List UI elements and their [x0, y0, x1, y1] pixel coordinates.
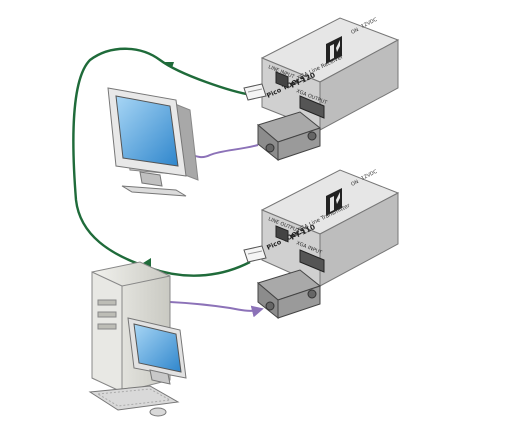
- receiver-unit: PT-120 XGA Line Receiver Pico TOOLS 12VD…: [260, 17, 400, 131]
- line-cable: [72, 47, 253, 277]
- xga-cable-transmitter: [169, 301, 264, 318]
- computer-screen: [133, 323, 182, 373]
- transmitter-power-label: 12VDC: [360, 169, 378, 182]
- transmitter-rj45-plug: [243, 245, 267, 263]
- receiver-logo: [326, 36, 342, 64]
- receiver-xga-plug: [256, 111, 322, 162]
- source-computer: [88, 261, 187, 417]
- computer-keyboard: [88, 385, 180, 411]
- receiver-rj45-port: [275, 71, 289, 89]
- receiver-power-label: 12VDC: [360, 17, 378, 30]
- display-screen: [115, 95, 179, 167]
- transmitter-hd15-port: [299, 249, 325, 273]
- transmitter-logo: [326, 188, 342, 216]
- line-cable-path: [72, 47, 253, 277]
- computer-mouse: [149, 407, 167, 417]
- transmitter-xga-plug: [256, 269, 322, 320]
- transmitter-rj45-port: [275, 225, 289, 243]
- receiver-on-label: ON: [350, 27, 360, 36]
- receiver-rj45-plug: [243, 83, 267, 101]
- line-cable-arrow-bottom: [143, 258, 151, 268]
- line-cable-arrow-top: [164, 62, 174, 68]
- receiver-hd15-port: [299, 95, 325, 119]
- transmitter-on-label: ON: [350, 179, 360, 188]
- display-monitor: [107, 87, 199, 197]
- transmitter-unit: PT-110 XGA Line Transmitter Pico TOOLS 1…: [260, 169, 400, 287]
